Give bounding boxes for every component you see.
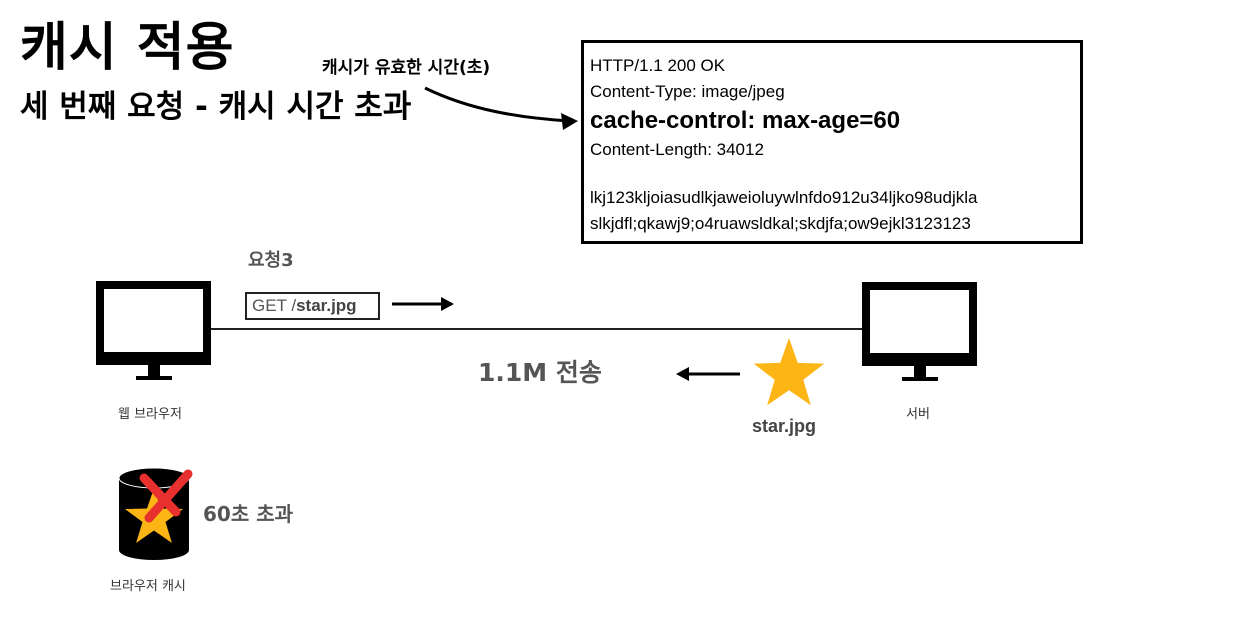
status-line: HTTP/1.1 200 OK <box>590 56 726 75</box>
client-label: 웹 브라우저 <box>118 407 182 422</box>
content-type-header: Content-Type: image/jpeg <box>590 82 785 101</box>
star-icon <box>753 338 825 406</box>
response-arrow-icon <box>676 367 740 381</box>
request-label: 요청3 <box>248 250 294 271</box>
body-line-1: lkj123kljoiasudlkjaweioluywlnfdo912u34lj… <box>590 188 978 207</box>
x-mark-icon <box>139 469 193 523</box>
request-box: GET /star.jpg <box>245 292 380 320</box>
annotation-arrowhead-icon <box>561 113 578 130</box>
transfer-label: 1.1M 전송 <box>478 358 602 387</box>
server-monitor-icon <box>862 282 977 381</box>
cache-control-header: cache-control: max-age=60 <box>590 107 901 134</box>
annotation-arrow-icon <box>424 86 571 123</box>
body-line-2: slkjdfl;qkawj9;o4ruawsldkal;skdjfa;ow9ej… <box>590 214 971 233</box>
max-age-annotation: 캐시가 유효한 시간(초) <box>322 58 491 78</box>
request-arrow-icon <box>392 297 454 311</box>
star-label: star.jpg <box>752 416 817 436</box>
server-label: 서버 <box>906 407 930 422</box>
request-path: star.jpg <box>296 296 357 315</box>
page-title: 캐시 적용 <box>20 18 235 78</box>
http-response-box: HTTP/1.1 200 OK Content-Type: image/jpeg… <box>581 40 1083 244</box>
request-method: GET / <box>252 296 297 315</box>
client-monitor-icon <box>96 281 211 380</box>
cache-expired-label: 60초 초과 <box>203 502 293 526</box>
browser-cache-label: 브라우저 캐시 <box>110 579 186 594</box>
page-subtitle: 세 번째 요청 - 캐시 시간 초과 <box>20 89 412 125</box>
content-length-header: Content-Length: 34012 <box>590 140 764 159</box>
